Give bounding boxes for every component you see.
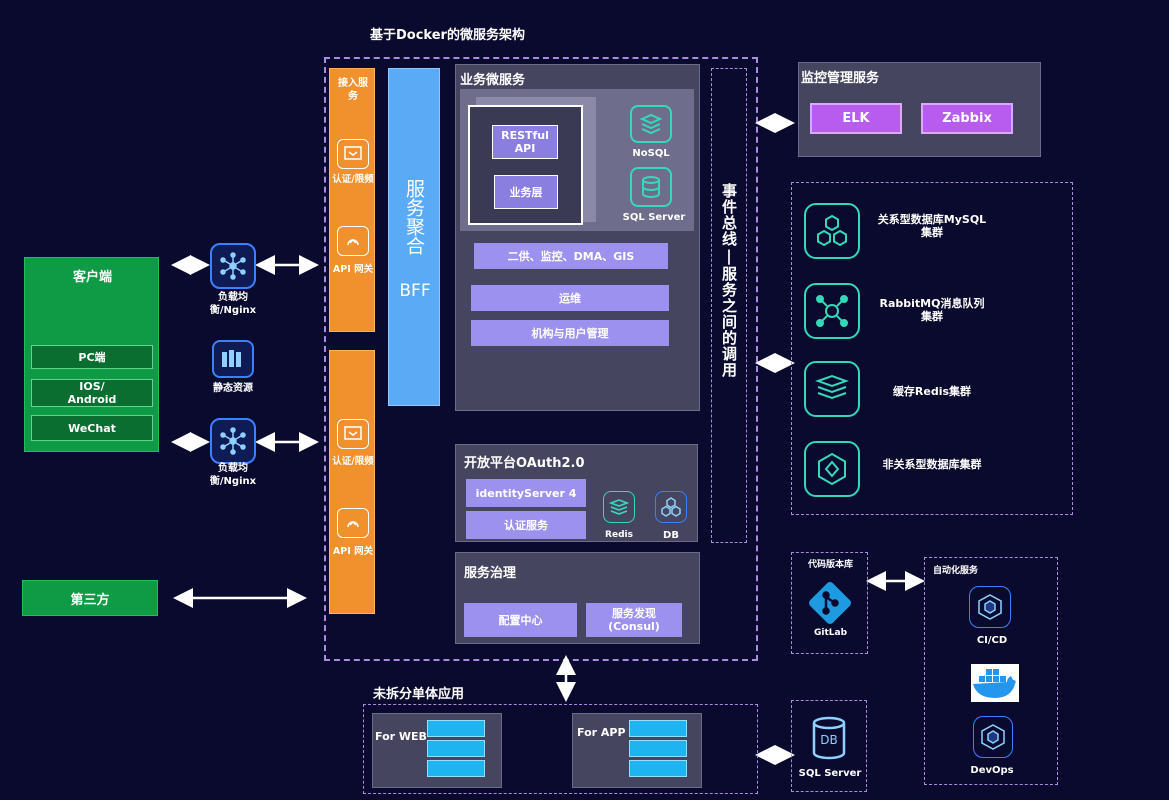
restful-api-box[interactable]: RESTful API	[492, 125, 558, 159]
biz-microservice-panel: 业务微服务 RESTful API 业务层 NoSQL SQL Server 二…	[455, 64, 700, 411]
api-gateway-top-label: API 网关	[332, 264, 374, 275]
monolith-frame: For WEB For APP	[363, 704, 758, 794]
redis-cluster-icon	[804, 361, 860, 417]
client-pc[interactable]: PC端	[31, 345, 153, 369]
third-party-box[interactable]: 第三方	[22, 580, 158, 616]
client-panel: 客户端 PC端 IOS/ Android WeChat	[24, 257, 159, 452]
api-gateway-bottom-icon	[337, 508, 369, 538]
sqlserver-biz-icon	[630, 167, 672, 207]
docker-icon	[971, 664, 1019, 702]
web-server-1	[427, 720, 485, 737]
auth-limit-bottom-icon	[337, 419, 369, 449]
biz-title: 业务微服务	[460, 73, 526, 88]
load-balancer-top-label: 负载均 衡/Nginx	[209, 292, 257, 316]
sqlserver-db-icon-text: DB	[820, 733, 838, 747]
for-web-box: For WEB	[372, 713, 502, 788]
for-web-label: For WEB	[375, 730, 427, 743]
auth-limit-top-icon	[337, 139, 369, 169]
mysql-cluster-label: 关系型数据库MySQL 集群	[877, 213, 987, 239]
config-center-box[interactable]: 配置中心	[464, 603, 577, 637]
nonrel-cluster-icon	[804, 441, 860, 497]
bff-subtitle: BFF	[399, 281, 431, 301]
app-server-2	[629, 740, 687, 757]
mysql-cluster-icon	[804, 203, 860, 259]
automation-title: 自动化服务	[933, 566, 979, 576]
business-layer-box[interactable]: 业务层	[494, 175, 558, 209]
event-bus-frame: 事件总线|服务之间的调用	[711, 68, 747, 543]
oauth-panel: 开放平台OAuth2.0 identityServer 4 认证服务 Redis…	[455, 444, 698, 542]
api-gateway-bottom-label: API 网关	[332, 546, 374, 557]
nosql-label: NoSQL	[632, 148, 670, 159]
gitlab-label: GitLab	[813, 628, 848, 638]
client-wechat[interactable]: WeChat	[31, 415, 153, 441]
event-bus-label: 事件总线|服务之间的调用	[720, 183, 738, 378]
cicd-icon	[969, 586, 1011, 628]
gateway-column-bottom: 认证/限频 API 网关	[329, 350, 375, 614]
redis-oauth-icon	[603, 491, 635, 523]
gitlab-icon	[806, 581, 854, 625]
cluster-frame: 关系型数据库MySQL 集群 RabbitMQ消息队列 集群 缓存Redis集群…	[791, 182, 1073, 515]
redis-oauth-label: Redis	[605, 530, 633, 540]
client-title: 客户端	[72, 270, 112, 285]
gateway-column-top: 接入服 务 认证/限频 API 网关	[329, 68, 375, 332]
monolith-title: 未拆分单体应用	[373, 687, 465, 702]
code-repo-frame: 代码版本库 GitLab	[791, 552, 868, 654]
sqlserver-db-frame: DB SQL Server	[791, 700, 867, 792]
db-oauth-label: DB	[663, 530, 679, 541]
load-balancer-bottom-icon	[210, 418, 256, 464]
automation-frame: 自动化服务 CI/CD DevOps	[924, 557, 1058, 785]
static-resources-label: 静态资源	[213, 383, 253, 394]
biz-item-ops[interactable]: 运维	[471, 285, 669, 311]
auth-service-box[interactable]: 认证服务	[466, 511, 586, 539]
biz-stack-front: RESTful API 业务层	[468, 105, 583, 225]
elk-button[interactable]: ELK	[810, 103, 902, 134]
app-server-1	[629, 720, 687, 737]
service-discovery-box[interactable]: 服务发现 (Consul)	[586, 603, 682, 637]
sqlserver-biz-label: SQL Server	[622, 212, 686, 223]
governance-panel: 服务治理 配置中心 服务发现 (Consul)	[455, 552, 700, 644]
nonrel-cluster-label: 非关系型数据库集群	[882, 458, 982, 471]
app-server-3	[629, 760, 687, 777]
redis-cluster-label: 缓存Redis集群	[892, 385, 972, 398]
for-app-label: For APP	[577, 726, 626, 739]
devops-label: DevOps	[970, 765, 1014, 776]
for-app-box: For APP	[572, 713, 702, 788]
biz-item-gis[interactable]: 二供、监控、DMA、GIS	[474, 243, 668, 269]
web-server-2	[427, 740, 485, 757]
auth-limit-bottom-label: 认证/限频	[332, 456, 374, 467]
governance-title: 服务治理	[464, 566, 517, 581]
nosql-icon	[630, 105, 672, 143]
db-oauth-icon	[655, 491, 687, 523]
static-resources-icon	[212, 340, 254, 378]
access-service-label: 接入服 务	[338, 78, 368, 102]
biz-item-org-user[interactable]: 机构与用户管理	[471, 320, 669, 346]
api-gateway-top-icon	[337, 226, 369, 256]
sqlserver-db-label: SQL Server	[798, 768, 862, 779]
client-ios-android[interactable]: IOS/ Android	[31, 379, 153, 407]
main-title: 基于Docker的微服务架构	[370, 28, 525, 43]
bff-title: 服务聚合	[403, 179, 425, 255]
bff-column: 服务聚合 BFF	[388, 68, 440, 406]
oauth-title: 开放平台OAuth2.0	[464, 456, 585, 471]
code-repo-title: 代码版本库	[807, 560, 853, 570]
load-balancer-bottom-label: 负载均 衡/Nginx	[209, 463, 257, 487]
identity-server-box[interactable]: identityServer 4	[466, 479, 586, 507]
devops-icon	[973, 716, 1013, 758]
rabbitmq-cluster-icon	[804, 283, 860, 339]
monitor-panel: 监控管理服务 ELK Zabbix	[798, 62, 1041, 157]
sqlserver-db-icon: DB	[808, 715, 850, 761]
load-balancer-top-icon	[210, 243, 256, 289]
cicd-label: CI/CD	[976, 635, 1008, 646]
auth-limit-top-label: 认证/限频	[332, 174, 374, 185]
zabbix-button[interactable]: Zabbix	[921, 103, 1013, 134]
rabbitmq-cluster-label: RabbitMQ消息队列 集群	[879, 297, 985, 323]
monitor-title: 监控管理服务	[801, 71, 880, 86]
web-server-3	[427, 760, 485, 777]
